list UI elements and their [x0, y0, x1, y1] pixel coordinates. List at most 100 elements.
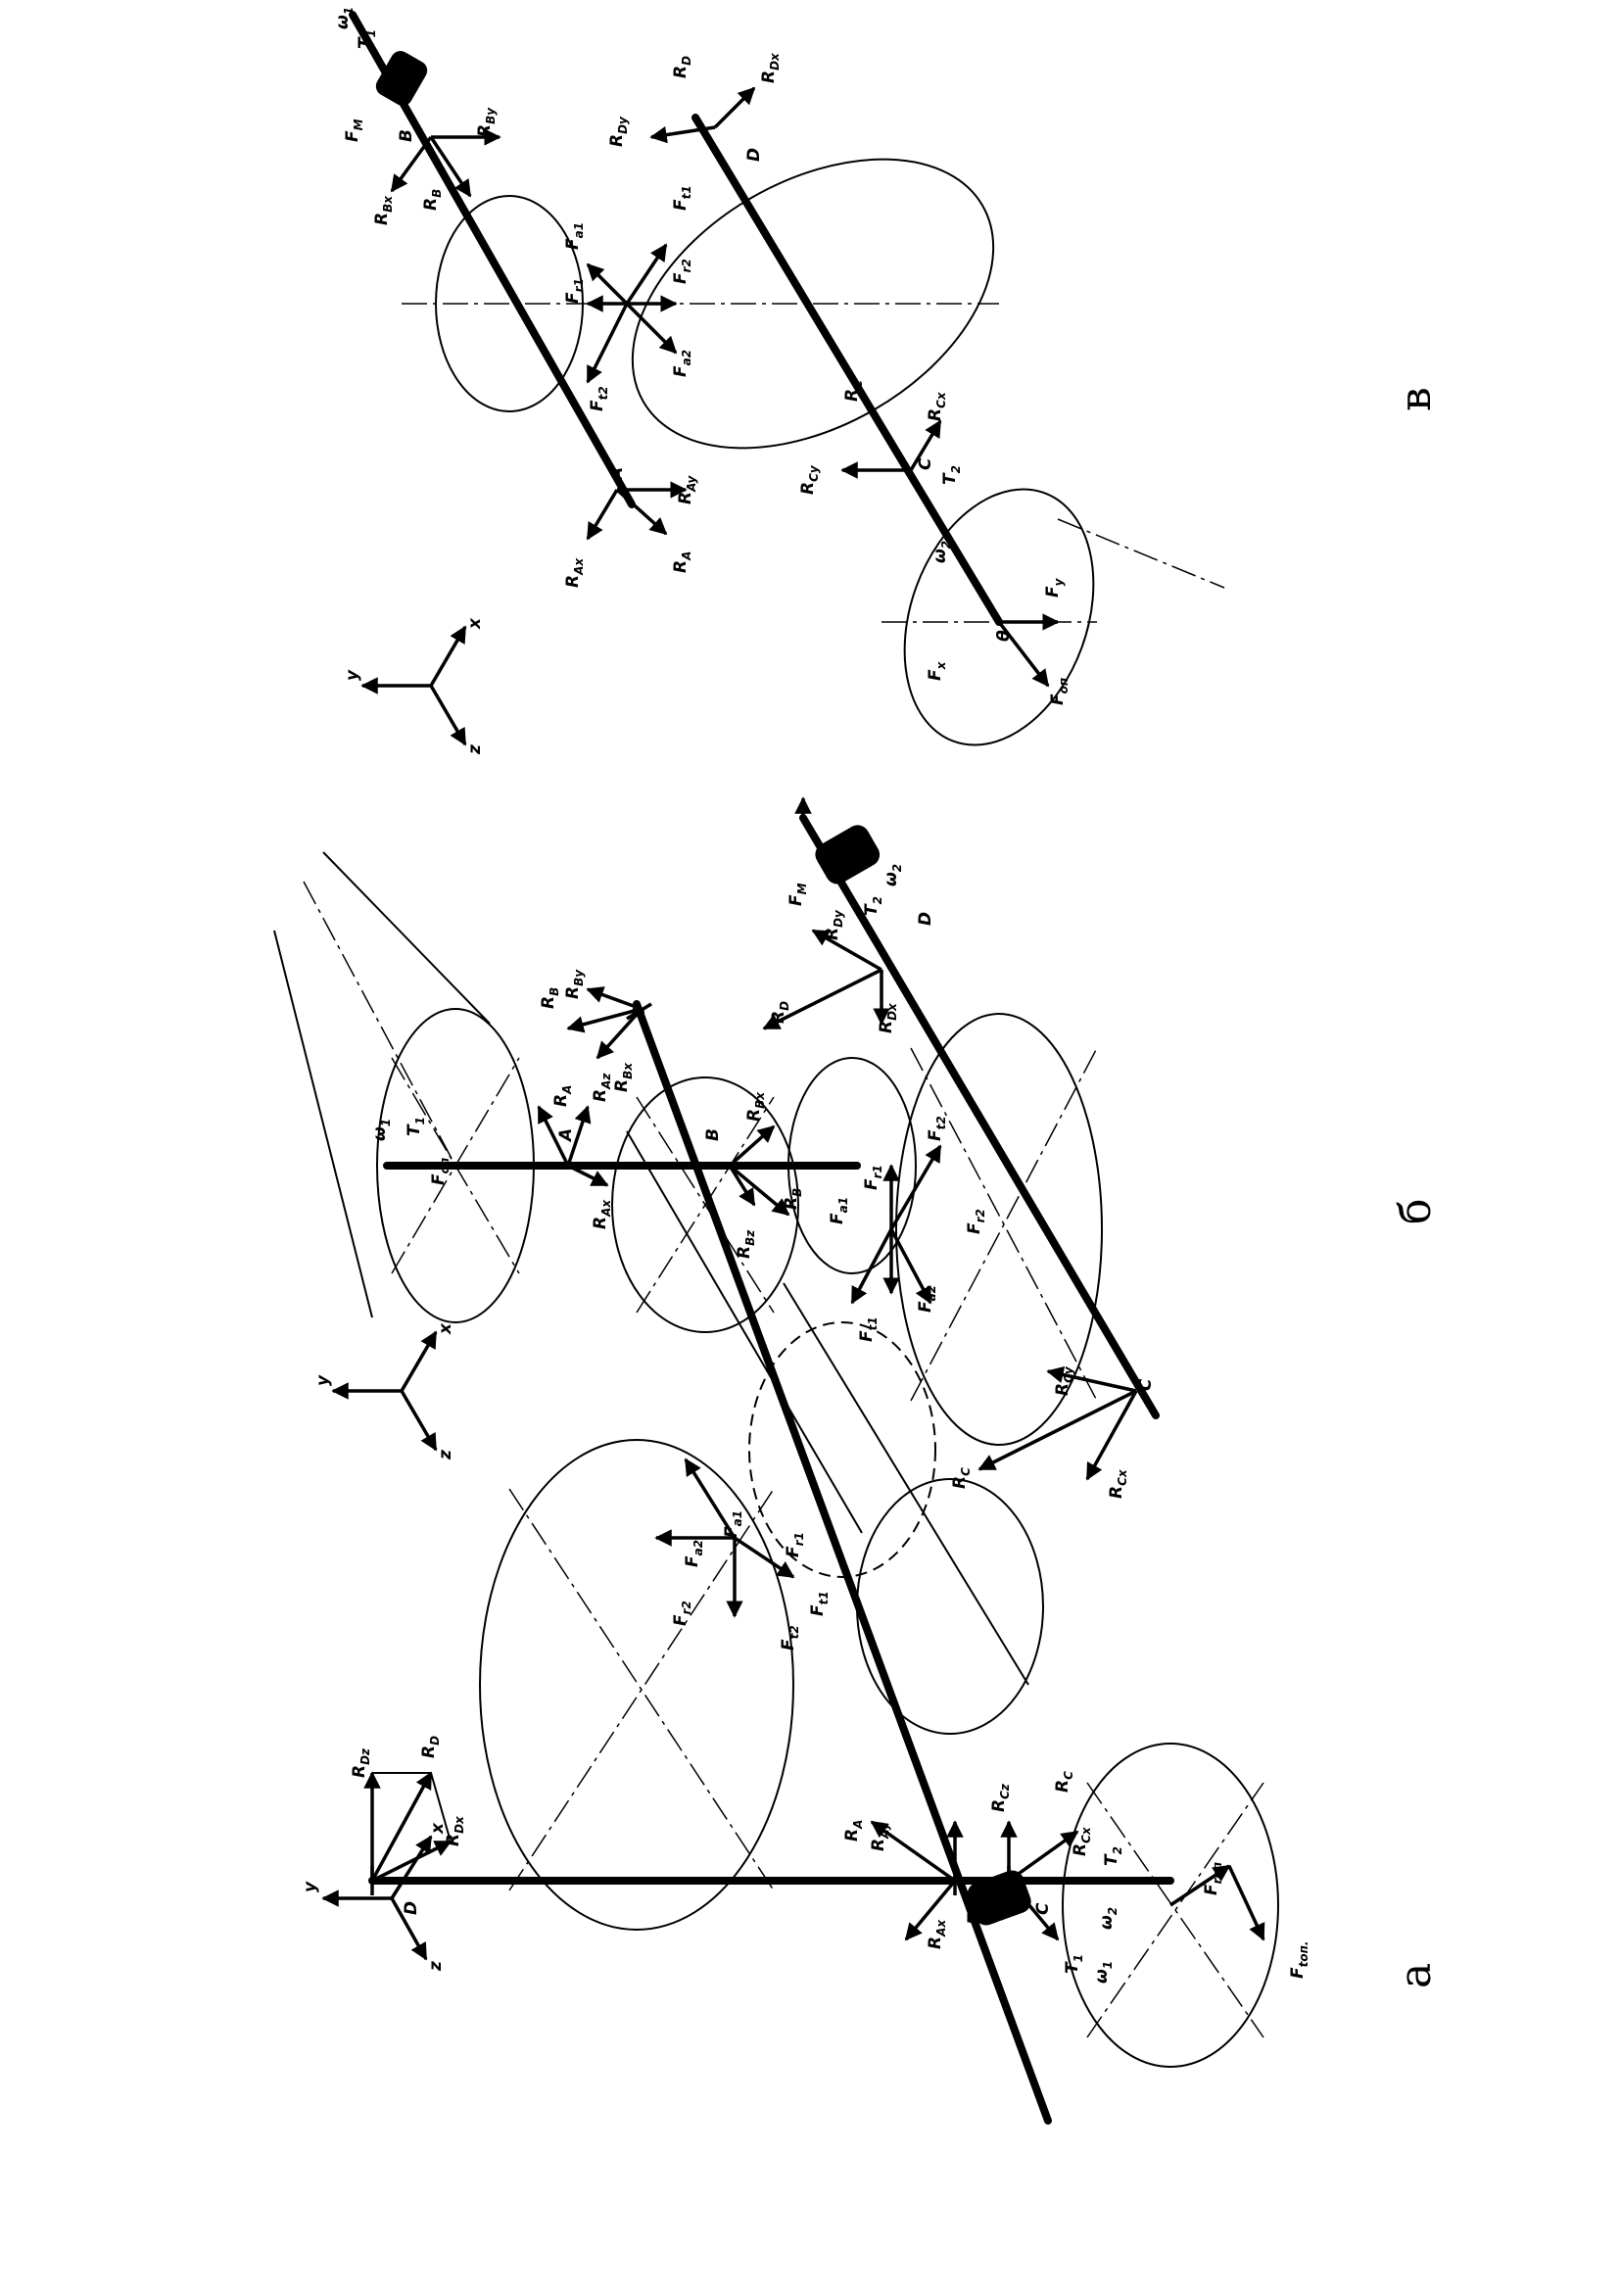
label-Ft2-b: Ft2	[926, 1116, 948, 1141]
label-D-a: D	[402, 1901, 421, 1915]
label-Fa1-a: Fa1	[722, 1510, 744, 1538]
label-RBx-a: RBx	[612, 1062, 635, 1092]
label-D-b: D	[916, 912, 935, 926]
label-T2-c: T2	[940, 465, 963, 485]
axis-y-label: y	[301, 1881, 320, 1892]
axis-z-label-b: z	[436, 1450, 455, 1460]
label-w1-b: ω1	[370, 1119, 393, 1141]
label-RCy-c: RCy	[798, 464, 821, 495]
label-Fon-c: Fоп	[1048, 678, 1071, 705]
label-Ft2-a: Ft2	[779, 1625, 801, 1650]
label-Fr2-b: Fr2	[965, 1209, 987, 1234]
label-FM-a: FM	[965, 1901, 987, 1925]
label-w2-c: ω2	[930, 541, 953, 563]
label-RAx-c: RAx	[563, 557, 586, 588]
label-RCx-c: RCx	[926, 391, 948, 421]
label-w1-a: ω1	[1092, 1961, 1115, 1984]
label-RCz-a: RCz	[989, 1783, 1012, 1812]
label-RDx-b: RDx	[877, 1002, 899, 1033]
label-Fr2-c: Fr2	[671, 259, 693, 284]
label-Fr1-b: Fr1	[862, 1165, 884, 1190]
coupling-a	[967, 1870, 1031, 1926]
label-Fa2-c: Fa2	[671, 350, 693, 377]
label-Fr1-c: Fr1	[563, 278, 586, 304]
label-RBy-a: RBy	[563, 969, 586, 999]
label-RC-c: RC	[842, 380, 865, 402]
label-Fa1-c: Fa1	[563, 222, 586, 250]
label-RB-c: RB	[421, 189, 444, 211]
label-FM-b: FM	[786, 883, 809, 906]
label-Fr1-a: Fr1	[784, 1532, 806, 1557]
figure-b: y x z	[273, 796, 1441, 1499]
label-theta-c: θ	[994, 630, 1014, 642]
big-gear-wheel	[479, 1439, 794, 1931]
caption-c: в	[1391, 387, 1441, 411]
label-T2-b: T2	[862, 896, 884, 916]
label-w1-c: ω1	[333, 7, 356, 29]
axes-c: y x z	[343, 617, 485, 755]
label-RC-b: RC	[950, 1467, 973, 1489]
label-RBy-c: RBy	[475, 107, 498, 137]
axis-z-label: z	[426, 1961, 446, 1972]
label-RA-a: RA	[842, 1820, 865, 1842]
label-T1-b: T1	[405, 1117, 427, 1136]
figure-a: y x z	[301, 969, 1441, 2125]
label-Fr2-a: Fr2	[671, 1601, 693, 1626]
shaft-BA	[633, 1000, 1052, 2125]
axis-x-label-c: x	[465, 617, 485, 630]
label-D-c: D	[744, 148, 764, 162]
shaft-b-2	[799, 814, 1160, 1419]
label-Fa2-b: Fa2	[916, 1285, 938, 1313]
label-Fx-c: Fx	[926, 660, 948, 681]
label-C-b: C	[1136, 1378, 1156, 1391]
label-RB-b: RB	[782, 1188, 804, 1210]
coupling-c	[375, 51, 428, 106]
sprocket-c	[903, 488, 1095, 746]
label-Fy-c: Fy	[1043, 577, 1066, 598]
label-Fon-b: Fоп	[429, 1158, 452, 1185]
label-FM-c: FM	[343, 119, 365, 142]
label-B-c: B	[397, 129, 416, 142]
label-T1-c: T1	[356, 29, 378, 49]
label-B-b: B	[703, 1128, 723, 1141]
label-Fton-a: Ftоп.	[1288, 1941, 1310, 1979]
label-RBx-c: RBx	[372, 195, 395, 225]
label-RDy-b: RDy	[823, 909, 845, 940]
label-RBz-b: RBz	[735, 1229, 757, 1259]
label-A-a: A	[977, 1907, 996, 1922]
label-Ft1-b: Ft1	[857, 1316, 880, 1342]
axis-x-label: x	[428, 1822, 448, 1835]
label-RAx-a: RAx	[926, 1919, 948, 1949]
shaft-c-2	[691, 114, 1003, 626]
label-RD-c: RD	[671, 56, 693, 78]
coupling-b	[815, 825, 881, 885]
label-C-c: C	[916, 457, 935, 470]
label-Ft1-a: Ft1	[808, 1591, 831, 1616]
axis-z-label-c: z	[465, 744, 485, 755]
label-Fa2-a: Fa2	[683, 1540, 705, 1567]
label-RC-a: RC	[1053, 1771, 1075, 1793]
output-gear-wheel	[1062, 1743, 1279, 2068]
figure-c: y x z ω1 T1 FM	[333, 7, 1441, 755]
label-RD-b: RD	[769, 1001, 791, 1024]
label-RAx-b: RAx	[591, 1199, 613, 1229]
axes-b: y x z	[313, 1322, 455, 1460]
label-RB-a: RB	[539, 987, 561, 1009]
label-RDx-a: RDx	[444, 1815, 466, 1846]
axis-y-label-c: y	[343, 669, 362, 681]
label-w2-a: ω2	[1097, 1907, 1120, 1930]
label-C-a: C	[1033, 1902, 1053, 1915]
label-RD-a: RD	[419, 1736, 442, 1758]
label-RCx-b: RCx	[1107, 1468, 1129, 1499]
axes-a: y x z	[301, 1822, 448, 1972]
label-Ft2-c: Ft2	[588, 386, 610, 411]
label-A-b: A	[556, 1128, 576, 1143]
label-Fa1-b: Fa1	[828, 1197, 850, 1224]
axis-x-label-b: x	[436, 1322, 455, 1335]
label-RDy-c: RDy	[607, 116, 630, 147]
label-w2-b: ω2	[881, 864, 904, 886]
caption-a: а	[1391, 1963, 1441, 1988]
label-T1-a: T1	[1063, 1954, 1085, 1974]
label-RAz-b: RAz	[591, 1073, 613, 1102]
